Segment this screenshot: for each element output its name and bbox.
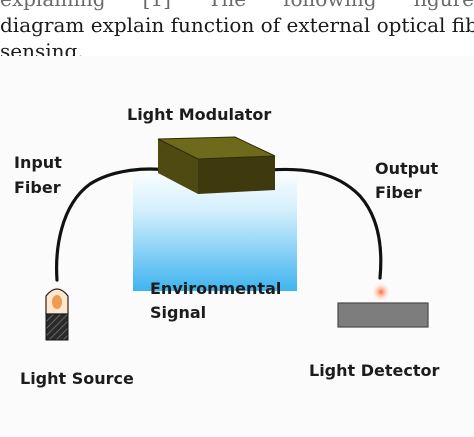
caption-line-top: explaining [1] The following figure (0, 0, 474, 12)
label-environmental-signal-line2: Signal (150, 303, 207, 322)
caption-line-1: diagram explain function of external opt… (0, 13, 474, 37)
output-fiber (268, 167, 383, 280)
light-source-icon (45, 285, 69, 341)
light-modulator-box (157, 136, 276, 194)
label-light-detector: Light Detector (309, 361, 440, 380)
label-output-fiber-line2: Fiber (375, 183, 422, 202)
label-output-fiber-line1: Output (375, 159, 439, 178)
label-environmental-signal-line1: Environmental (150, 279, 282, 298)
label-light-source: Light Source (20, 369, 134, 388)
label-input-fiber-line2: Fiber (14, 178, 61, 197)
input-fiber (55, 167, 168, 282)
label-input-fiber-line1: Input (14, 153, 62, 172)
figure-caption: explaining [1] The following figure diag… (0, 0, 474, 64)
light-detector-icon (337, 283, 429, 328)
optical-fiber-sensing-diagram: Light Modulator Input Fiber Output Fiber… (0, 56, 474, 437)
diagram-drawing (45, 136, 429, 341)
label-light-modulator: Light Modulator (127, 105, 272, 124)
